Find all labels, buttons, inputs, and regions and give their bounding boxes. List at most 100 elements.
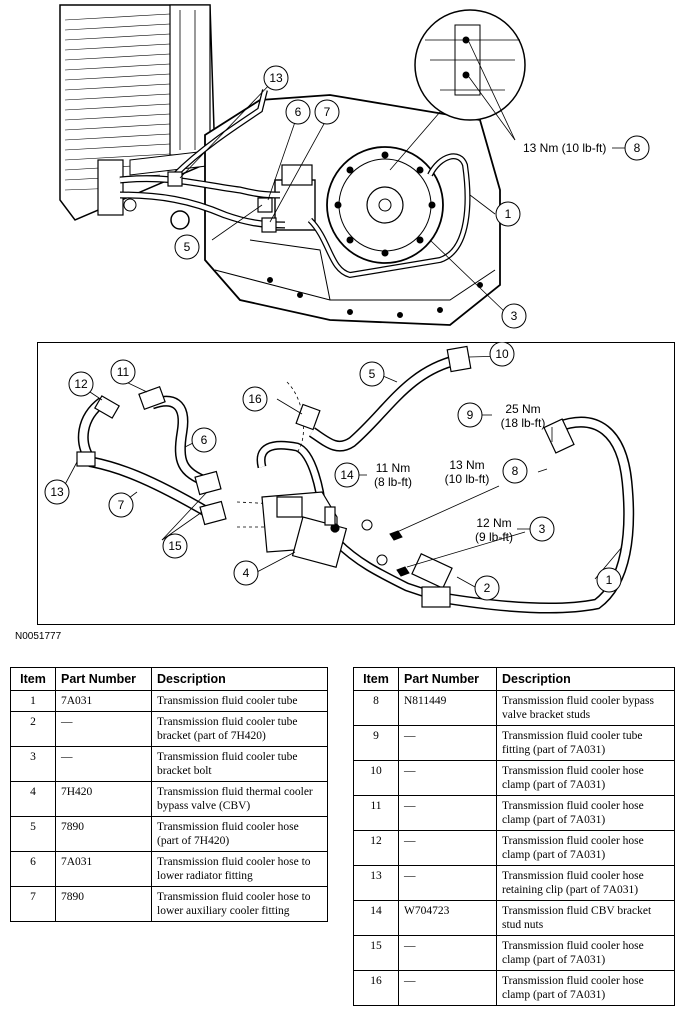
part-number-cell: W704723 — [398, 900, 497, 936]
part-number-cell: 7890 — [55, 816, 152, 852]
header-part-number: Part Number — [398, 667, 497, 691]
table-row: 10—Transmission fluid cooler hose clamp … — [353, 760, 675, 796]
svg-text:12: 12 — [74, 377, 88, 391]
transmission-installed-illustration: 1 3 5 6 7 8 13 13 Nm (10 lb-ft) — [59, 4, 650, 329]
part-number-cell: 7890 — [55, 886, 152, 922]
callout-14: 14 — [334, 462, 360, 488]
callout-8: 8 — [502, 458, 528, 484]
top-callout-6: 6 — [285, 99, 311, 125]
description-cell: Transmission fluid cooler hose clamp (pa… — [496, 935, 675, 971]
callout-10: 10 — [489, 342, 515, 367]
svg-text:13: 13 — [50, 485, 64, 499]
description-cell: Transmission fluid cooler hose to lower … — [151, 851, 328, 887]
svg-text:1: 1 — [505, 207, 512, 221]
top-torque-label: 13 Nm (10 lb-ft) — [523, 141, 606, 155]
callout-7: 7 — [108, 492, 134, 518]
svg-text:(18 lb-ft): (18 lb-ft) — [501, 416, 546, 430]
table-row: 9—Transmission fluid cooler tube fitting… — [353, 725, 675, 761]
callout-5: 5 — [359, 361, 385, 387]
svg-text:8: 8 — [634, 141, 641, 155]
part-number-cell: — — [55, 746, 152, 782]
svg-text:7: 7 — [118, 498, 125, 512]
description-cell: Transmission fluid cooler tube — [151, 690, 328, 712]
figure-id: N0051777 — [15, 631, 62, 642]
part-number-cell: — — [398, 935, 497, 971]
svg-text:3: 3 — [511, 309, 518, 323]
item-cell: 2 — [10, 711, 56, 747]
svg-text:7: 7 — [324, 105, 331, 119]
callout-2: 2 — [474, 575, 500, 601]
header-description: Description — [496, 667, 675, 691]
description-cell: Transmission fluid cooler hose to lower … — [151, 886, 328, 922]
top-callout-5: 5 — [174, 234, 200, 260]
item-cell: 15 — [353, 935, 399, 971]
table-row: 16—Transmission fluid cooler hose clamp … — [353, 970, 675, 1006]
top-callout-7: 7 — [314, 99, 340, 125]
svg-text:11: 11 — [117, 365, 130, 379]
svg-text:25 Nm: 25 Nm — [505, 402, 540, 416]
svg-text:(8 lb-ft): (8 lb-ft) — [374, 475, 412, 489]
svg-text:10: 10 — [495, 347, 509, 361]
part-number-cell: — — [398, 970, 497, 1006]
svg-text:(10 lb-ft): (10 lb-ft) — [445, 472, 490, 486]
callout-12: 12 — [68, 371, 94, 397]
item-cell: 11 — [353, 795, 399, 831]
svg-text:3: 3 — [539, 522, 546, 536]
description-cell: Transmission fluid cooler hose (part of … — [151, 816, 328, 852]
radiator-drawing — [59, 4, 216, 230]
svg-text:13: 13 — [269, 71, 283, 85]
torque-label-item-3: 12 Nm (9 lb-ft) — [475, 516, 513, 544]
part-number-cell: — — [398, 760, 497, 796]
part-number-cell: N811449 — [398, 690, 497, 726]
top-callout-1: 1 — [495, 201, 521, 227]
part-number-cell: 7H420 — [55, 781, 152, 817]
callout-6: 6 — [191, 427, 217, 453]
torque-label-item-14: 11 Nm (8 lb-ft) — [374, 461, 412, 489]
table-row: 11—Transmission fluid cooler hose clamp … — [353, 795, 675, 831]
description-cell: Transmission fluid cooler hose retaining… — [496, 865, 675, 901]
description-cell: Transmission fluid cooler tube bracket b… — [151, 746, 328, 782]
part-number-cell: — — [55, 711, 152, 747]
description-cell: Transmission fluid cooler hose clamp (pa… — [496, 830, 675, 866]
exploded-view-panel — [37, 342, 675, 625]
item-cell: 16 — [353, 970, 399, 1006]
cooler-lines-drawing — [119, 89, 471, 279]
header-part-number: Part Number — [55, 667, 152, 691]
svg-text:9: 9 — [467, 408, 474, 422]
part-number-cell: 7A031 — [55, 690, 152, 712]
svg-text:13 Nm: 13 Nm — [449, 458, 484, 472]
callout-13: 13 — [44, 479, 70, 505]
table-row: 3—Transmission fluid cooler tube bracket… — [10, 746, 328, 782]
item-cell: 14 — [353, 900, 399, 936]
svg-text:1: 1 — [606, 573, 613, 587]
table-row: 2—Transmission fluid cooler tube bracket… — [10, 711, 328, 747]
transmission-drawing — [204, 94, 501, 326]
callout-1: 1 — [596, 567, 622, 593]
svg-text:12 Nm: 12 Nm — [476, 516, 511, 530]
callout-16: 16 — [242, 386, 268, 412]
item-cell: 4 — [10, 781, 56, 817]
top-callout-13: 13 — [263, 65, 289, 91]
description-cell: Transmission fluid cooler bypass valve b… — [496, 690, 675, 726]
svg-text:6: 6 — [295, 105, 302, 119]
description-cell: Transmission fluid CBV bracket stud nuts — [496, 900, 675, 936]
svg-text:5: 5 — [184, 240, 191, 254]
top-callout-8: 8 — [624, 135, 650, 161]
callout-4: 4 — [233, 560, 259, 586]
description-cell: Transmission fluid cooler hose clamp (pa… — [496, 760, 675, 796]
item-cell: 5 — [10, 816, 56, 852]
part-number-cell: — — [398, 725, 497, 761]
table-header-row: Item Part Number Description — [353, 667, 675, 691]
item-cell: 6 — [10, 851, 56, 887]
exploded-view-illustration: 1 2 3 4 5 6 7 8 9 10 11 12 13 14 15 16 1… — [44, 342, 635, 614]
callout-11: 11 — [110, 359, 136, 385]
item-cell: 13 — [353, 865, 399, 901]
